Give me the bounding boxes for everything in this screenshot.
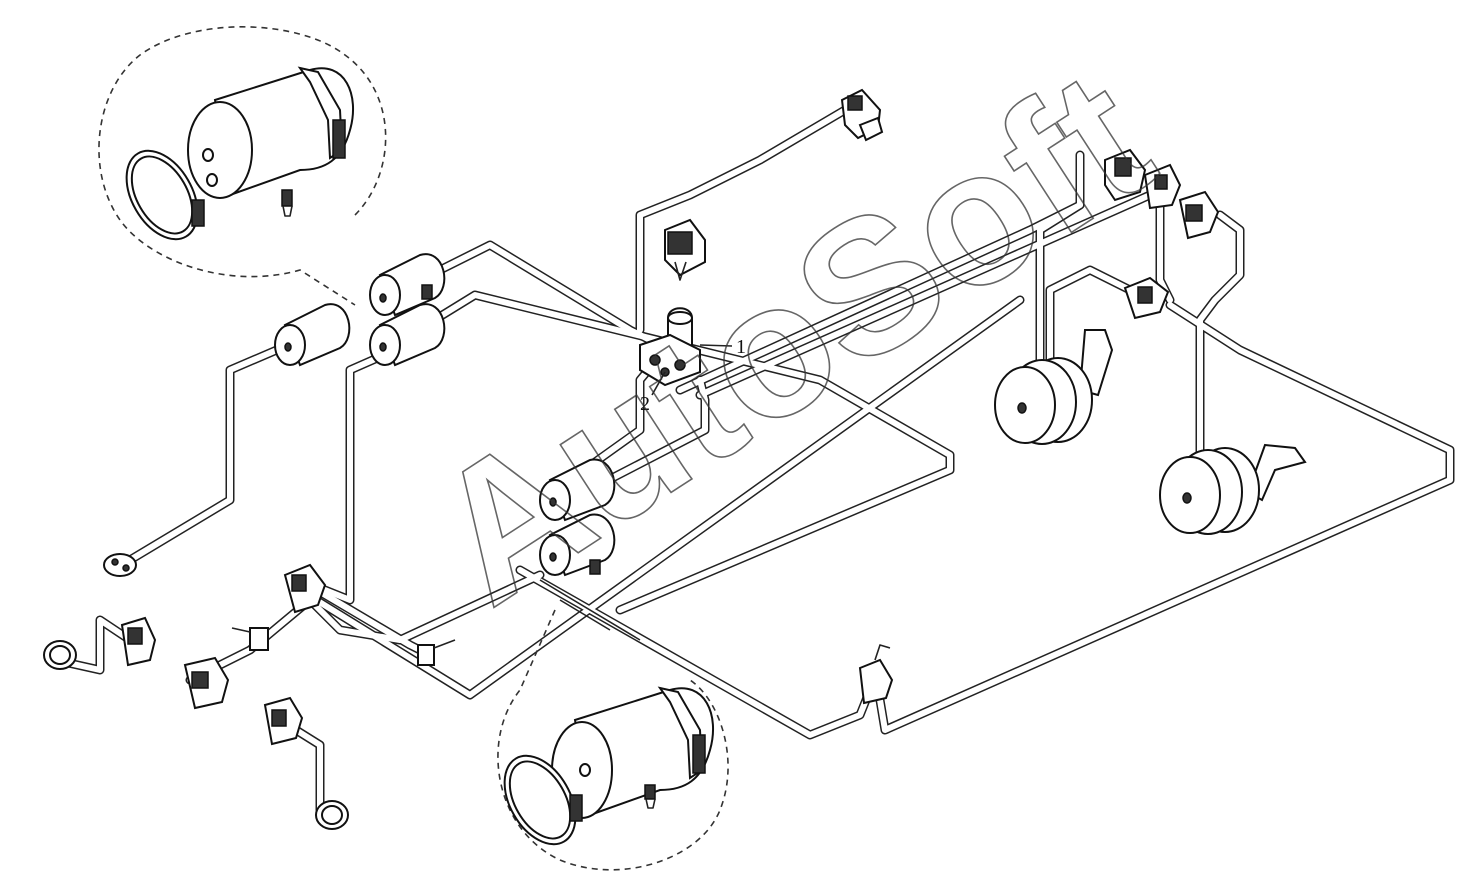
- relay-valve-upper: [664, 218, 706, 281]
- four-circuit-valve: [283, 563, 327, 614]
- valve-cluster-right: [1104, 148, 1220, 320]
- test-connector-left: [231, 627, 269, 651]
- brake-chamber-lower: [1159, 443, 1307, 535]
- air-tank-upper-left: [274, 303, 351, 367]
- coupling-head-left: [43, 640, 77, 670]
- valve-top-right: [840, 88, 884, 142]
- brake-valve-left-1: [120, 616, 157, 667]
- callout-label-1: 1: [736, 336, 746, 358]
- brake-valve-left-3: [263, 696, 304, 746]
- watermark-text: AutoSoft: [397, 30, 1185, 645]
- air-dryer-assembly: [639, 307, 701, 387]
- leader-line-1: [699, 344, 733, 347]
- air-tank-detail-top: [125, 66, 355, 241]
- detail-callout-outline-bottom: [497, 609, 729, 871]
- air-tank-upper-right: [369, 253, 446, 317]
- air-tank-lower-2: [539, 513, 616, 577]
- drain-fitting-left: [103, 553, 137, 577]
- air-tank-lower-1: [539, 458, 616, 522]
- test-connector-middle: [417, 639, 456, 666]
- air-tank-middle: [369, 303, 446, 367]
- valve-bottom-right: [858, 644, 894, 705]
- brake-chamber-upper: [994, 329, 1114, 445]
- leader-line-2: [651, 371, 666, 396]
- coupling-head-bottom: [315, 800, 349, 830]
- brake-valve-left-2: [183, 656, 230, 710]
- detail-callout-outline-top: [98, 26, 387, 306]
- callout-label-2: 2: [640, 393, 650, 415]
- air-tank-detail-bottom: [503, 686, 715, 846]
